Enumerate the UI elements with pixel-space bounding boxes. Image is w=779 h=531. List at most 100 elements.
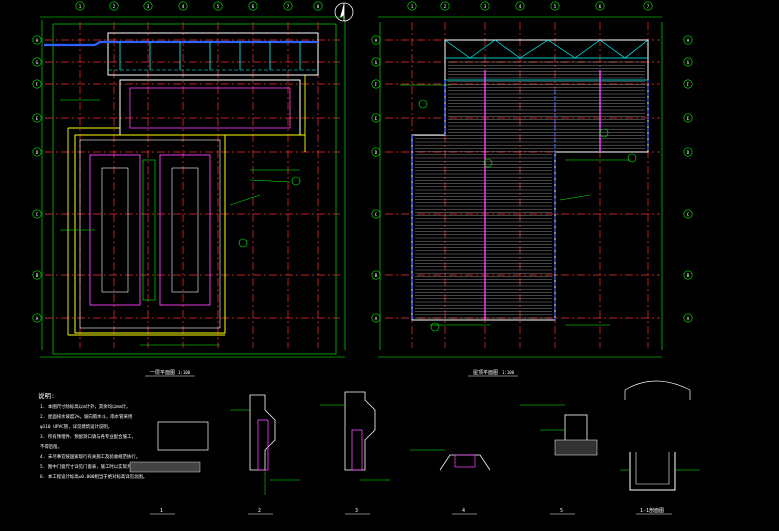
plan2-col-label-5: 6 <box>599 4 602 10</box>
plan1-row-label-3-circle <box>32 113 42 123</box>
notes-line-6: 5. 图中门窗尺寸详见门窗表，施工时以实际为准。 <box>40 463 140 470</box>
plan2-roof <box>400 39 649 332</box>
plan1-col-label-3: 4 <box>182 4 185 10</box>
drawing-area-margin <box>720 0 779 531</box>
detail-label-2: 2 <box>258 508 261 514</box>
plan2-row-label-0-circle <box>371 35 381 45</box>
plan1-row-label-1: G <box>36 60 39 66</box>
plan1-col-label-4: 5 <box>217 4 220 10</box>
plan1-col-label-2: 3 <box>147 4 150 10</box>
plan2-col-label-1-circle <box>440 1 450 11</box>
plan2-row-label-right-5: C <box>687 212 690 218</box>
detail-label-3: 3 <box>355 508 358 514</box>
plan1-row-label-2-circle <box>32 79 42 89</box>
detail-label-4: 4 <box>462 508 465 514</box>
plan2-col-label-0: 1 <box>411 4 414 10</box>
plan1-grid <box>40 16 346 358</box>
notes-line-2: φ110 UPVC管，详见建筑设计说明。 <box>40 423 112 430</box>
plan2-row-label-right-4-circle <box>683 147 693 157</box>
plan2-row-label-6-circle <box>371 270 381 280</box>
plan2-row-label-right-4: D <box>687 150 690 156</box>
plan2-row-label-2-circle <box>371 79 381 89</box>
plan2-row-label-right-7: A <box>687 316 690 322</box>
plan1-col-label-0: 1 <box>79 4 82 10</box>
plan2-col-label-5-circle <box>595 1 605 11</box>
notes-line-3: 3. 所有预埋件、预留洞口请与各专业配合施工， <box>40 433 136 440</box>
plan1-col-label-5: 6 <box>252 4 255 10</box>
plan1-row-label-5-circle <box>32 209 42 219</box>
plan1-row-label-2: F <box>36 82 39 88</box>
notes-line-0: 1. 本图尺寸除标高以m计外，其余均以mm计。 <box>40 403 131 410</box>
plan2-row-label-6: B <box>375 273 378 279</box>
plan1-col-label-6: 7 <box>287 4 290 10</box>
plan2-row-label-right-2-circle <box>683 79 693 89</box>
plan2-row-label-right-5-circle <box>683 209 693 219</box>
plan1-row-label-7: A <box>36 316 39 322</box>
plan1-title: 一层平面图 <box>150 370 175 376</box>
plan2-row-label-right-7-circle <box>683 313 693 323</box>
plan2-grid <box>378 16 663 358</box>
notes-line-5: 4. 未尽事宜按国家现行有关施工及验收规范执行。 <box>40 453 140 460</box>
plan1-scale: 1:100 <box>178 370 191 375</box>
plan2-row-label-right-1: G <box>687 60 690 66</box>
plan2-row-label-3-circle <box>371 113 381 123</box>
plan2-row-label-1-circle <box>371 57 381 67</box>
plan1-col-label-7: 8 <box>317 4 320 10</box>
plan1-row-label-1-circle <box>32 57 42 67</box>
plan1-building <box>44 32 319 346</box>
plan1-row-label-0: H <box>36 38 39 44</box>
notes-line-7: 6. 本工程设计标高±0.000相当于绝对标高详见总图。 <box>40 473 147 480</box>
detail-label-1: 1 <box>160 508 163 514</box>
plan1-col-label-7-circle <box>313 1 323 11</box>
detail-section-title: 1-1剖面图 <box>640 507 664 514</box>
plan1-row-label-4: D <box>36 150 39 156</box>
plan1-col-label-3-circle <box>178 1 188 11</box>
notes-heading: 说明: <box>38 391 55 400</box>
plan2-row-label-right-6-circle <box>683 270 693 280</box>
plan1-col-label-6-circle <box>283 1 293 11</box>
plan2-col-label-2-circle <box>480 1 490 11</box>
plan2-row-label-5: C <box>375 212 378 218</box>
plan1-col-label-0-circle <box>75 1 85 11</box>
plan1-row-axis-labels: H G F E D C B A <box>32 35 42 323</box>
plan2-row-label-0: H <box>375 38 378 44</box>
detail-drawings <box>129 380 700 495</box>
plan1-column-axis-labels: 1 2 3 4 5 6 7 8 <box>75 1 323 11</box>
detail-label-5: 5 <box>560 508 563 514</box>
plan2-row-label-4-circle <box>371 147 381 157</box>
plan2-col-label-0-circle <box>407 1 417 11</box>
plan2-row-label-1: G <box>375 60 378 66</box>
plan2-col-label-4: 5 <box>554 4 557 10</box>
plan2-row-label-right-0-circle <box>683 35 693 45</box>
plan2-row-label-right-6: B <box>687 273 690 279</box>
plan1-col-label-5-circle <box>248 1 258 11</box>
plan2-row-label-7: A <box>375 316 378 322</box>
north-arrow-icon <box>334 2 354 22</box>
plan1-col-label-1: 2 <box>113 4 116 10</box>
plan2-row-label-7-circle <box>371 313 381 323</box>
plan2-row-label-3: E <box>375 116 378 122</box>
plan1-col-label-1-circle <box>109 1 119 11</box>
plan2-row-label-5-circle <box>371 209 381 219</box>
plan2-col-label-4-circle <box>550 1 560 11</box>
plan2-row-label-right-1-circle <box>683 57 693 67</box>
plan2-col-label-2: 3 <box>484 4 487 10</box>
plan1-row-label-7-circle <box>32 313 42 323</box>
plan1-row-label-6: B <box>36 273 39 279</box>
notes-line-4: 不得后凿。 <box>40 443 62 450</box>
plan2-row-label-right-2: F <box>687 82 690 88</box>
plan1-row-label-5: C <box>36 212 39 218</box>
plan1-col-label-4-circle <box>213 1 223 11</box>
plan1-row-label-6-circle <box>32 270 42 280</box>
plan2-col-label-3: 4 <box>519 4 522 10</box>
general-notes: 说明: 1. 本图尺寸除标高以m计外，其余均以mm计。 2. 屋面排水坡度2%，坡… <box>38 391 147 480</box>
plan2-scale: 1:100 <box>502 370 515 375</box>
notes-line-1: 2. 屋面排水坡度2%，坡向雨水斗，雨水管采用 <box>40 413 132 420</box>
plan1-row-label-3: E <box>36 116 39 122</box>
plan2-row-label-right-3-circle <box>683 113 693 123</box>
plan2-row-label-4: D <box>375 150 378 156</box>
plan1-row-label-4-circle <box>32 147 42 157</box>
plan2-col-label-3-circle <box>515 1 525 11</box>
